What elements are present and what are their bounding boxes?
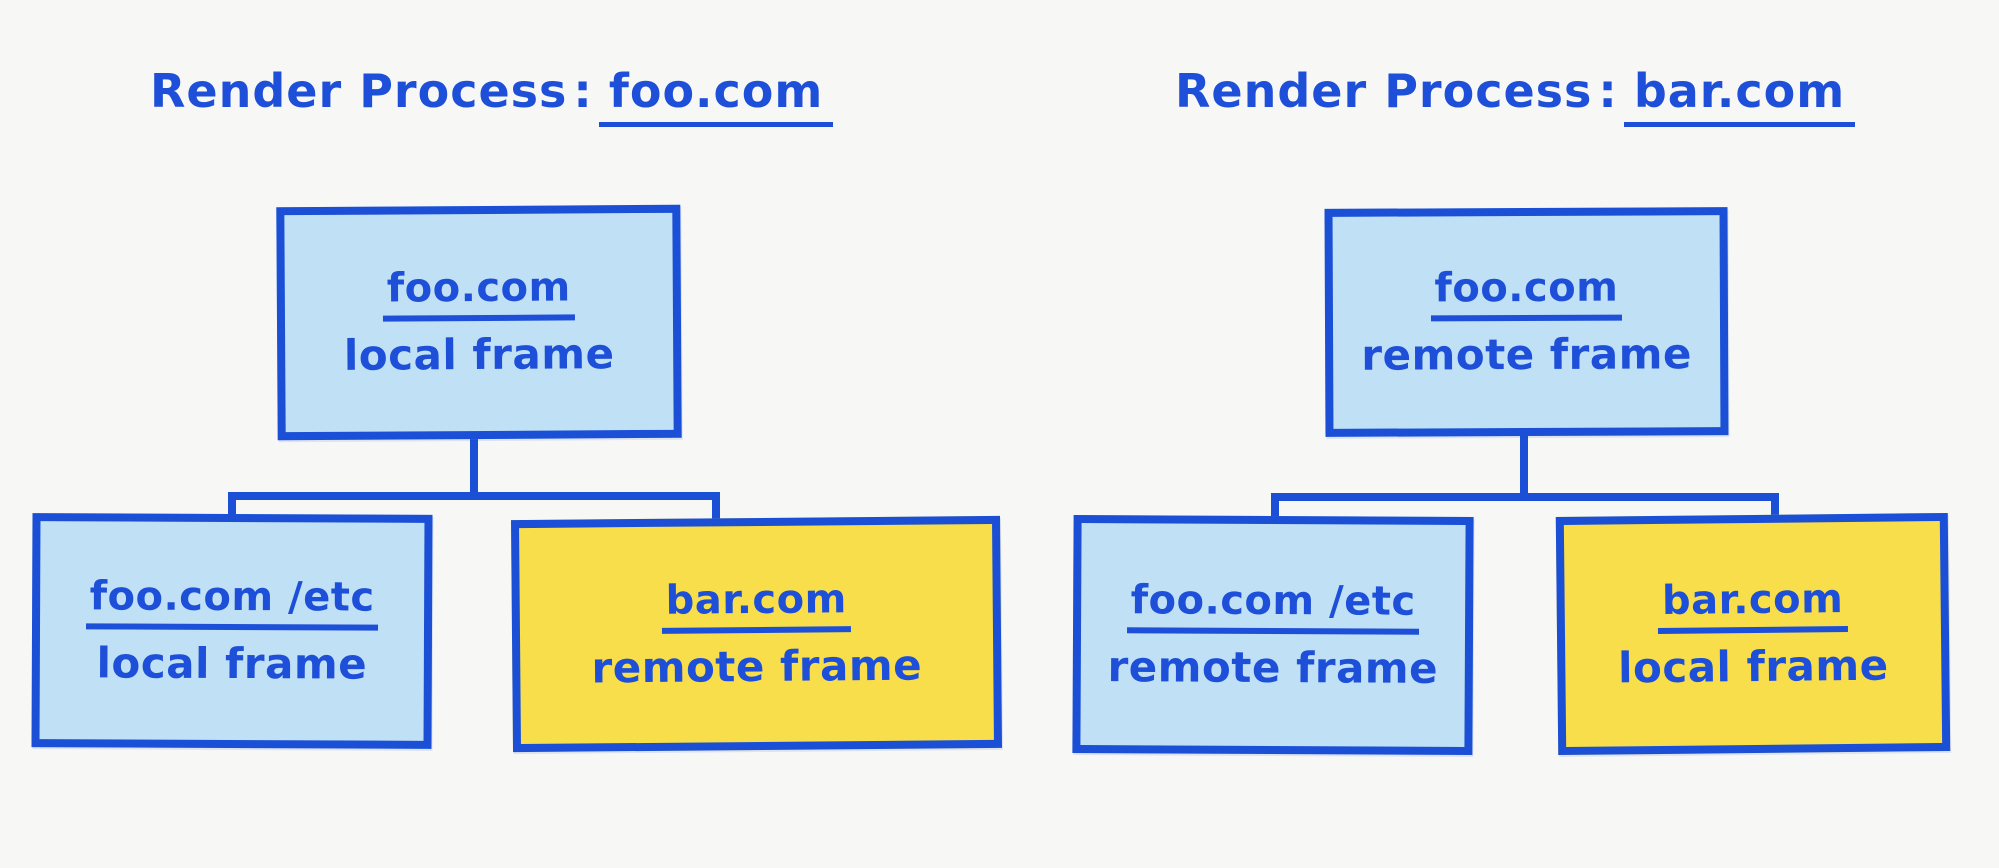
frame-host: foo.com /etc	[1126, 577, 1420, 635]
frame-kind: remote frame	[1107, 642, 1439, 693]
frame-host: foo.com	[1430, 265, 1623, 322]
frame-host: bar.com	[1657, 576, 1848, 634]
frame-kind: local frame	[1617, 640, 1889, 693]
frame-host: foo.com	[382, 265, 575, 323]
frame-node-left-child-foo-etc[interactable]: foo.com /etc local frame	[31, 513, 433, 749]
frame-node-right-child-foo-etc[interactable]: foo.com /etc remote frame	[1072, 514, 1474, 756]
frame-node-left-child-bar[interactable]: bar.com remote frame	[510, 515, 1003, 753]
frame-kind: remote frame	[591, 640, 923, 693]
frame-host: foo.com /etc	[85, 573, 379, 631]
frame-node-right-child-bar[interactable]: bar.com local frame	[1555, 512, 1951, 756]
title-label-right: Render Process	[1175, 64, 1593, 118]
frame-kind: local frame	[343, 329, 615, 381]
frame-node-left-root[interactable]: foo.com local frame	[276, 204, 682, 441]
title-colon-right: :	[1598, 64, 1618, 118]
render-process-title-bar: Render Process:bar.com	[1175, 52, 1862, 127]
title-label-left: Render Process	[150, 64, 568, 118]
frame-host: bar.com	[661, 576, 852, 634]
frame-kind: local frame	[96, 638, 368, 689]
frame-node-right-root[interactable]: foo.com remote frame	[1324, 207, 1729, 437]
title-host-left: foo.com	[594, 52, 839, 127]
render-process-title-foo: Render Process:foo.com	[150, 52, 839, 127]
title-colon-left: :	[573, 64, 593, 118]
frame-kind: remote frame	[1361, 329, 1693, 380]
title-host-right: bar.com	[1619, 52, 1862, 127]
